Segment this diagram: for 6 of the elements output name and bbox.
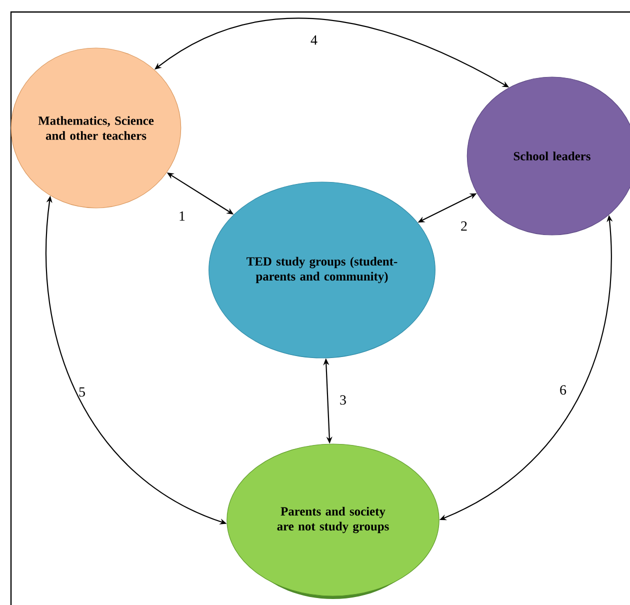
edge-label: 3 — [340, 395, 346, 405]
edge-label: 5 — [79, 387, 85, 397]
edge-label: 6 — [560, 385, 566, 395]
edge-label: 4 — [310, 35, 318, 45]
edge-label: 2 — [461, 221, 467, 231]
edge-label: 1 — [180, 211, 185, 221]
